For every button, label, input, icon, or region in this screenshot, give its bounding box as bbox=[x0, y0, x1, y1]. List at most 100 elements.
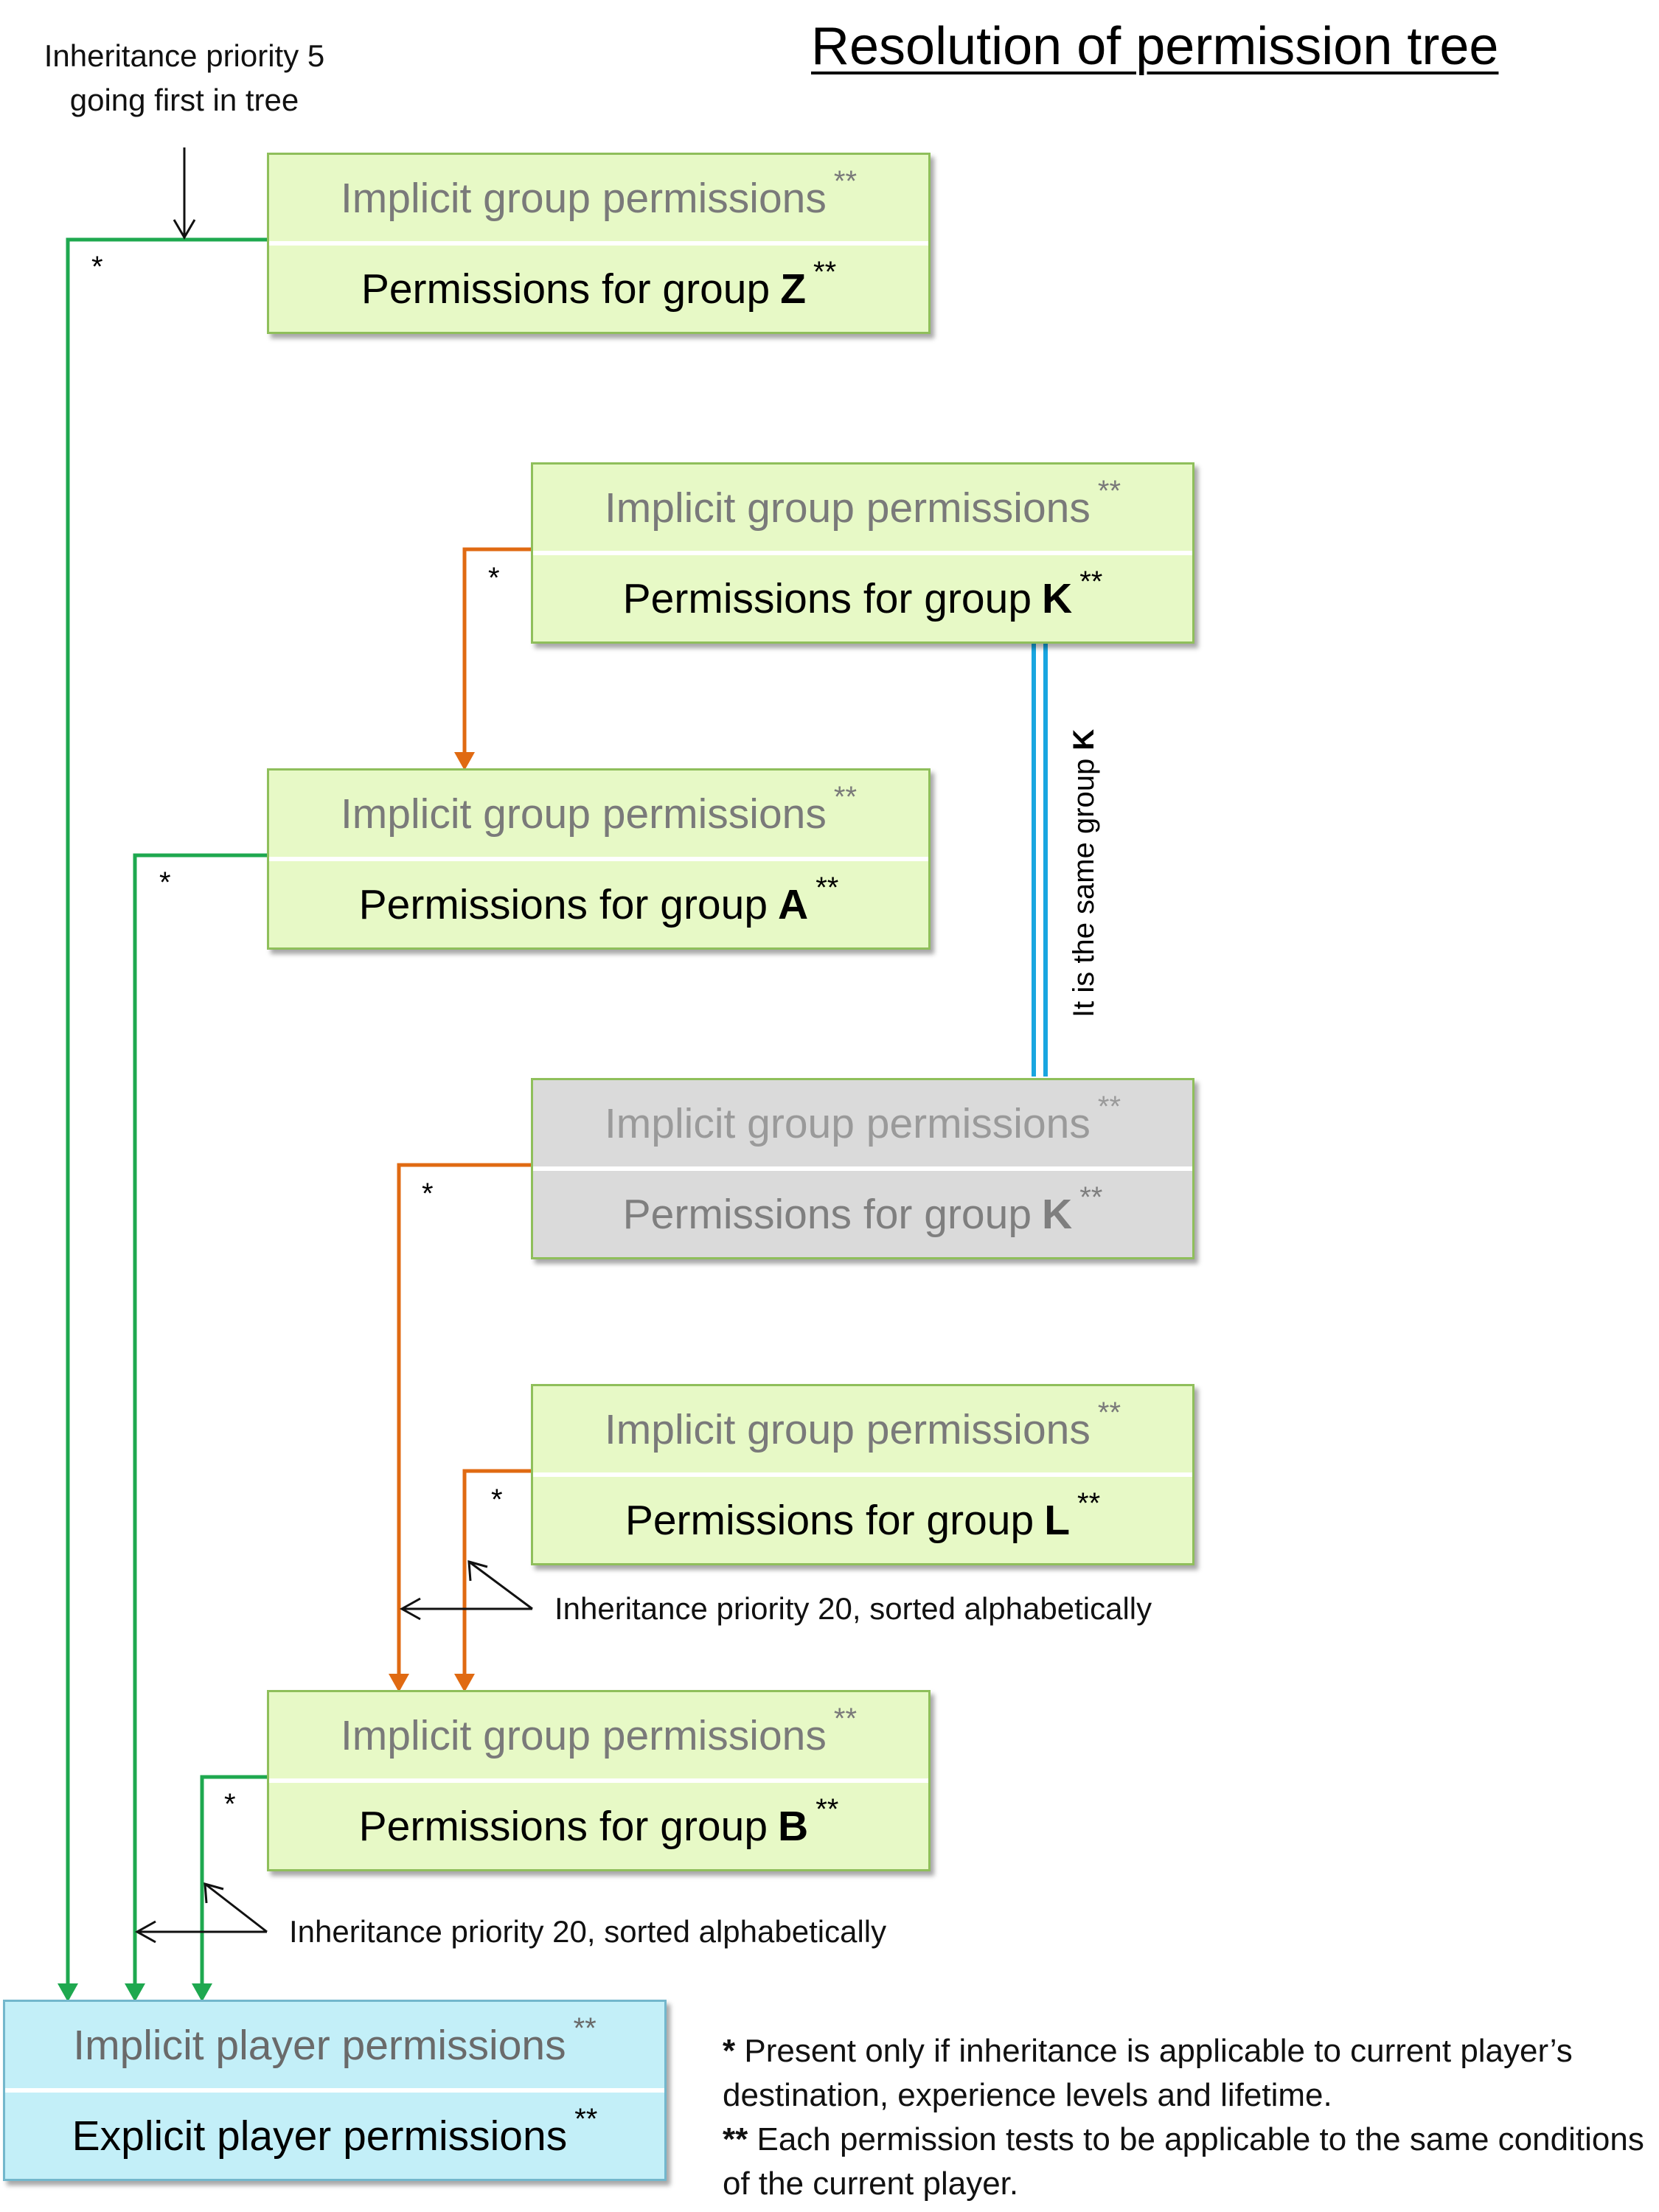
k2-to-b-line bbox=[397, 1163, 531, 1681]
l-to-b-line bbox=[462, 1469, 531, 1681]
priority-20-note-mid: Inheritance priority 20, sorted alphabet… bbox=[554, 1591, 1152, 1626]
green-connectors bbox=[66, 237, 267, 1991]
permissions-label: Permissions for group bbox=[361, 265, 771, 313]
low-note-arrow-b bbox=[204, 1882, 268, 1933]
group-k-duplicate-implicit-row: Implicit group permissions** bbox=[533, 1080, 1192, 1171]
group-a-implicit-row: Implicit group permissions** bbox=[269, 771, 928, 861]
footnote-2-mark: ** bbox=[723, 2121, 748, 2157]
star-k: * bbox=[488, 562, 500, 594]
star-z: * bbox=[91, 251, 103, 283]
implicit-label: Implicit group permissions bbox=[340, 790, 827, 838]
same-group-link bbox=[1032, 638, 1048, 1077]
page-title: Resolution of permission tree bbox=[811, 17, 1499, 76]
priority-5-note-line1: Inheritance priority 5 bbox=[44, 38, 325, 73]
a-to-player-line bbox=[133, 853, 267, 1991]
group-letter: L bbox=[1044, 1496, 1071, 1544]
group-k-box: Implicit group permissions** Permissions… bbox=[531, 462, 1194, 644]
permissions-label: Permissions for group bbox=[625, 1496, 1034, 1544]
footnote-2: ** Each permission tests to be applicabl… bbox=[723, 2118, 1644, 2206]
group-z-box: Implicit group permissions** Permissions… bbox=[267, 153, 931, 334]
implicit-label: Implicit group permissions bbox=[604, 484, 1091, 532]
implicit-player-row: Implicit player permissions** bbox=[5, 2002, 664, 2093]
double-asterisk: ** bbox=[1097, 1091, 1121, 1123]
permissions-label: Permissions for group bbox=[358, 1802, 768, 1850]
mid-note-arrow-b bbox=[468, 1560, 533, 1610]
implicit-label: Implicit group permissions bbox=[340, 174, 827, 222]
orange-arrowheads bbox=[389, 752, 475, 1692]
double-asterisk: ** bbox=[1079, 1181, 1103, 1214]
group-letter: K bbox=[1042, 574, 1073, 622]
group-k-duplicate-permissions-row: Permissions for group K** bbox=[533, 1171, 1192, 1257]
same-group-letter: K bbox=[1068, 728, 1100, 751]
double-asterisk: ** bbox=[1079, 566, 1103, 598]
group-b-implicit-row: Implicit group permissions** bbox=[269, 1692, 928, 1783]
low-note-arrowhead-b bbox=[204, 1882, 224, 1904]
star-k-duplicate: * bbox=[422, 1178, 434, 1210]
arrowhead bbox=[125, 1983, 145, 2002]
arrowhead bbox=[58, 1983, 78, 2002]
star-l: * bbox=[491, 1484, 503, 1516]
footnote-1-text: Present only if inheritance is applicabl… bbox=[723, 2033, 1573, 2113]
green-arrowheads bbox=[58, 1983, 212, 2002]
group-letter: A bbox=[778, 880, 809, 928]
arrowhead bbox=[389, 1674, 409, 1692]
same-group-label: It is the same group K bbox=[1068, 729, 1101, 1018]
mid-note-arrowhead-b bbox=[467, 1559, 488, 1582]
double-asterisk: ** bbox=[1097, 1397, 1121, 1429]
double-asterisk: ** bbox=[574, 2103, 598, 2135]
double-asterisk: ** bbox=[815, 1793, 839, 1826]
k-to-a-line bbox=[462, 547, 531, 759]
double-asterisk: ** bbox=[813, 256, 837, 288]
group-z-implicit-row: Implicit group permissions** bbox=[269, 155, 928, 246]
footnotes: * Present only if inheritance is applica… bbox=[723, 2029, 1644, 2206]
group-k-permissions-row: Permissions for group K** bbox=[533, 555, 1192, 641]
same-group-text: It is the same group bbox=[1068, 750, 1100, 1018]
group-letter: Z bbox=[780, 265, 807, 313]
group-l-permissions-row: Permissions for group L** bbox=[533, 1477, 1192, 1563]
arrowhead bbox=[454, 752, 475, 771]
mid-note-arrowhead-a bbox=[399, 1597, 421, 1621]
group-k-duplicate-box: Implicit group permissions** Permissions… bbox=[531, 1078, 1194, 1259]
group-a-permissions-row: Permissions for group A** bbox=[269, 861, 928, 947]
group-a-box: Implicit group permissions** Permissions… bbox=[267, 768, 931, 950]
footnote-1-mark: * bbox=[723, 2033, 736, 2069]
double-asterisk: ** bbox=[815, 872, 839, 904]
double-asterisk: ** bbox=[833, 1703, 858, 1735]
top-note-arrowhead bbox=[173, 219, 196, 240]
double-asterisk: ** bbox=[573, 2012, 597, 2045]
annotation-arrows bbox=[134, 147, 533, 1944]
double-asterisk: ** bbox=[833, 165, 858, 198]
group-b-box: Implicit group permissions** Permissions… bbox=[267, 1690, 931, 1871]
star-a: * bbox=[159, 866, 171, 899]
group-letter: K bbox=[1042, 1190, 1073, 1238]
player-box: Implicit player permissions** Explicit p… bbox=[3, 2000, 667, 2181]
group-letter: B bbox=[778, 1802, 809, 1850]
z-to-player-line bbox=[66, 237, 267, 1991]
b-to-player-line bbox=[200, 1775, 267, 1991]
implicit-label: Implicit group permissions bbox=[340, 1711, 827, 1759]
implicit-player-label: Implicit player permissions bbox=[73, 2021, 566, 2069]
implicit-label: Implicit group permissions bbox=[604, 1099, 1091, 1147]
priority-20-note-low: Inheritance priority 20, sorted alphabet… bbox=[289, 1914, 887, 1949]
permissions-label: Permissions for group bbox=[622, 1190, 1032, 1238]
priority-5-note-line2: going first in tree bbox=[69, 83, 299, 117]
arrowhead bbox=[454, 1674, 475, 1692]
low-note-arrowhead-a bbox=[134, 1920, 156, 1944]
explicit-player-row: Explicit player permissions** bbox=[5, 2093, 664, 2179]
double-asterisk: ** bbox=[1097, 475, 1121, 507]
star-b: * bbox=[224, 1788, 236, 1820]
group-k-implicit-row: Implicit group permissions** bbox=[533, 465, 1192, 555]
group-l-box: Implicit group permissions** Permissions… bbox=[531, 1384, 1194, 1565]
group-l-implicit-row: Implicit group permissions** bbox=[533, 1386, 1192, 1477]
permissions-label: Permissions for group bbox=[358, 880, 768, 928]
implicit-label: Implicit group permissions bbox=[604, 1405, 1091, 1453]
group-z-permissions-row: Permissions for group Z** bbox=[269, 246, 928, 332]
footnote-1: * Present only if inheritance is applica… bbox=[723, 2029, 1644, 2118]
group-b-permissions-row: Permissions for group B** bbox=[269, 1783, 928, 1869]
permissions-label: Permissions for group bbox=[622, 574, 1032, 622]
double-asterisk: ** bbox=[833, 781, 858, 813]
double-asterisk: ** bbox=[1077, 1487, 1101, 1520]
orange-connectors bbox=[397, 547, 531, 1681]
explicit-player-label: Explicit player permissions bbox=[72, 2112, 568, 2160]
